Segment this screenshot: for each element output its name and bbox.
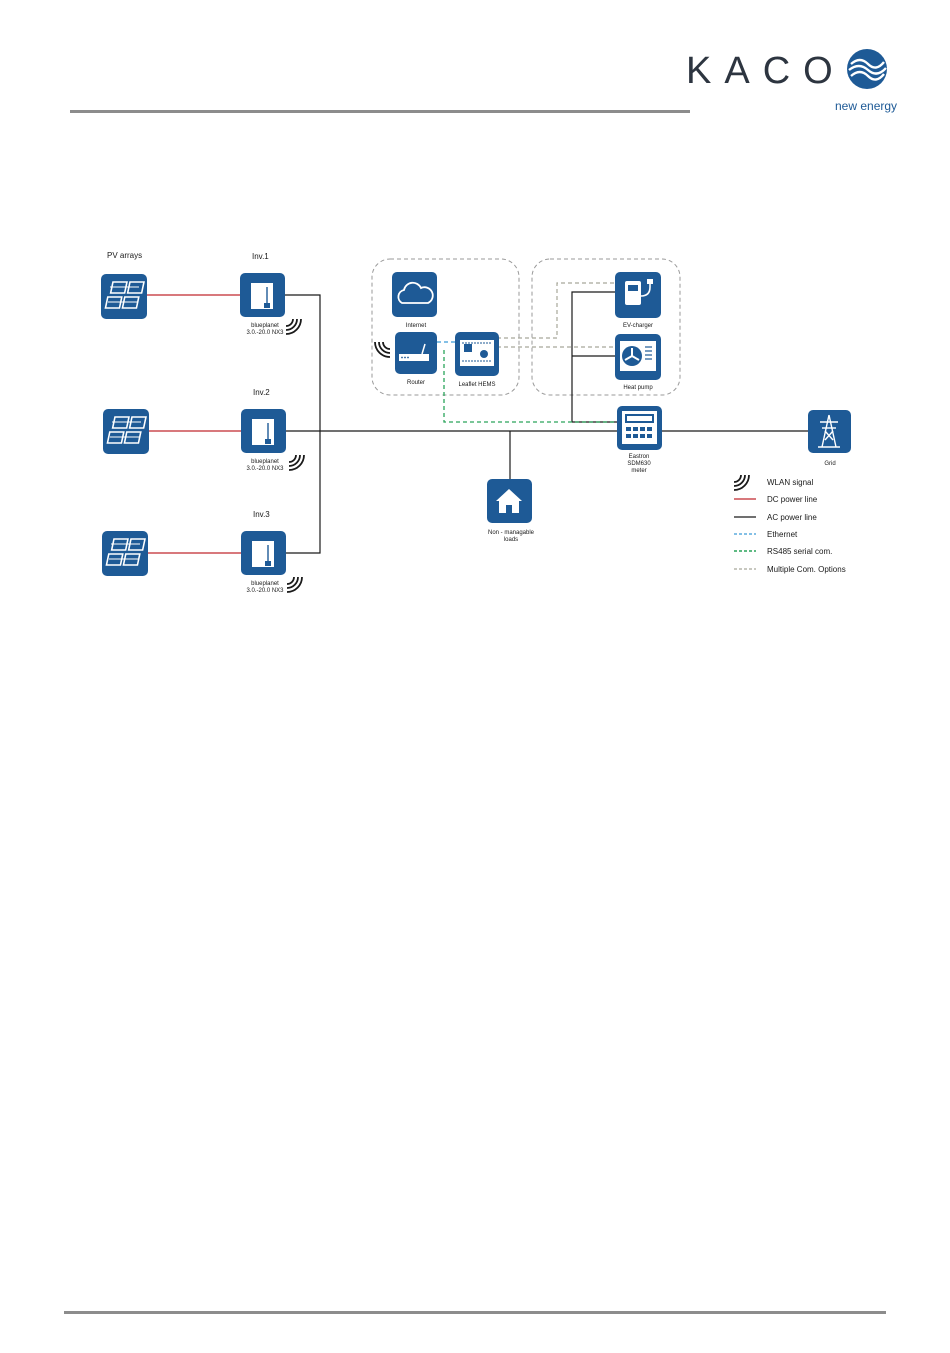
legend: WLAN signal DC power line AC power line … — [733, 474, 846, 574]
inverter-1-model: blueplanet — [251, 323, 279, 329]
cloud-icon — [397, 281, 434, 304]
inverter-2-model: blueplanet — [251, 459, 279, 465]
hems-controller-icon — [460, 340, 494, 366]
router-node — [395, 332, 437, 374]
inverter-icon — [251, 540, 275, 568]
pv-array-2 — [103, 409, 149, 454]
ac-ev-line — [571, 291, 616, 422]
meter-label-brand: Eastron — [629, 454, 650, 460]
ev-charger-icon — [625, 279, 653, 305]
wlan-icon — [374, 341, 391, 358]
multi-com-line-ev — [497, 282, 615, 339]
pv-array-3 — [102, 531, 148, 576]
inverter-1 — [240, 273, 285, 317]
hems-node — [455, 332, 499, 376]
inverter-3 — [241, 531, 286, 575]
kaco-logo-icon — [847, 49, 887, 89]
brand-name: KACO — [686, 50, 846, 92]
footer-rule — [64, 1311, 886, 1314]
inverter-2-range: 3.0.-20.0 NX3 — [246, 466, 284, 472]
heat-pump-node — [615, 334, 661, 380]
internet-node — [392, 272, 437, 317]
rs485-line — [443, 350, 617, 423]
grid-node — [808, 410, 851, 453]
inverter-1-range: 3.0.-20.0 NX3 — [246, 330, 284, 336]
wlan-icon — [288, 454, 305, 471]
energy-meter-icon — [622, 411, 657, 444]
heat-pump-label: Heat pump — [623, 385, 653, 391]
router-label: Router — [407, 380, 425, 386]
ac-bus-inverters — [285, 294, 321, 554]
pv-arrays-label: PV arrays — [107, 251, 142, 260]
inverter-icon — [251, 418, 275, 446]
wlan-icon — [286, 576, 303, 593]
legend-dc-label: DC power line — [767, 495, 818, 504]
heat-pump-icon — [620, 341, 656, 371]
meter-node — [617, 406, 662, 450]
legend-ethernet-label: Ethernet — [767, 530, 798, 539]
loads-label-line1: Non - managable — [488, 530, 535, 536]
ev-charger-label: EV-charger — [623, 323, 653, 329]
router-icon — [399, 343, 429, 361]
internet-label: Internet — [406, 323, 427, 329]
ev-charger-node — [615, 272, 661, 318]
meter-label-model: SDM630 — [627, 461, 651, 467]
grid-label: Grid — [824, 461, 835, 467]
inverter-icon — [250, 282, 274, 310]
wlan-icon — [733, 474, 750, 491]
inverter-3-range: 3.0.-20.0 NX3 — [246, 588, 284, 594]
consumer-group-frame — [531, 258, 681, 396]
legend-wlan-label: WLAN signal — [767, 478, 813, 487]
hems-label: Leaflet HEMS — [458, 382, 495, 388]
legend-rs485-label: RS485 serial com. — [767, 547, 832, 556]
loads-label-line2: loads — [504, 537, 518, 543]
power-pylon-icon — [818, 414, 840, 448]
inverter-2-label: Inv.2 — [253, 388, 270, 397]
inverter-1-label: Inv.1 — [252, 252, 269, 261]
loads-node — [487, 479, 532, 523]
inverter-3-model: blueplanet — [251, 581, 279, 587]
pv-array-1 — [101, 274, 147, 319]
meter-label-type: meter — [631, 468, 646, 474]
legend-multi-label: Multiple Com. Options — [767, 565, 846, 574]
header-rule — [70, 110, 690, 113]
brand-tagline: new energy — [835, 99, 898, 113]
inverter-3-label: Inv.3 — [253, 510, 270, 519]
house-icon — [496, 489, 522, 513]
network-group-frame — [371, 258, 520, 396]
wlan-icon — [285, 318, 302, 335]
legend-ac-label: AC power line — [767, 513, 817, 522]
inverter-2 — [241, 409, 286, 453]
